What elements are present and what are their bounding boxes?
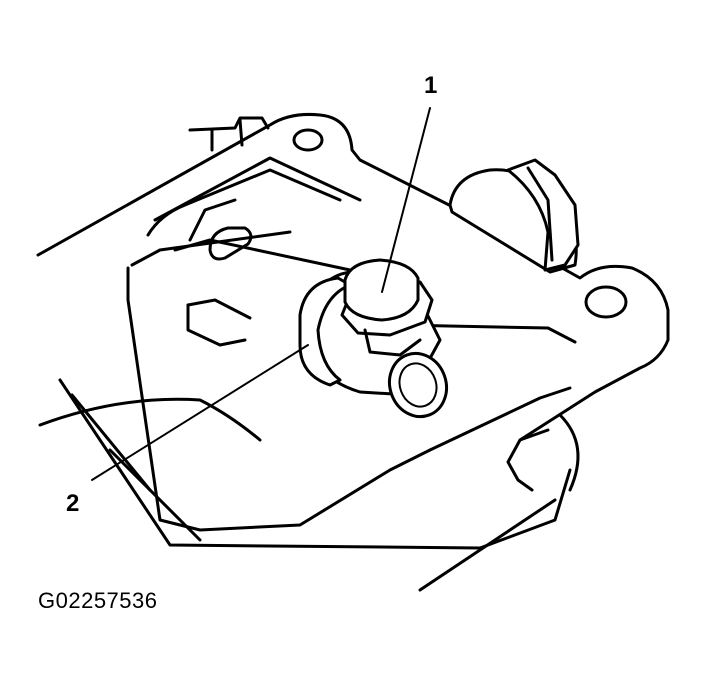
threaded-boss: [448, 158, 580, 274]
mounting-hole-right: [584, 285, 628, 319]
inner-recess: [126, 230, 577, 532]
slot-detail: [186, 198, 253, 347]
leader-line-1: [381, 107, 431, 293]
leader-lines: [91, 107, 431, 481]
mounting-hole-top: [292, 128, 324, 152]
leader-line-2: [91, 344, 309, 481]
background-housing: [38, 378, 580, 592]
callout-2: 2: [66, 490, 80, 517]
figure-id: G02257536: [38, 588, 158, 613]
cover-plate: [36, 113, 670, 492]
flange-holes: [292, 128, 628, 319]
callout-1: 1: [424, 72, 438, 99]
